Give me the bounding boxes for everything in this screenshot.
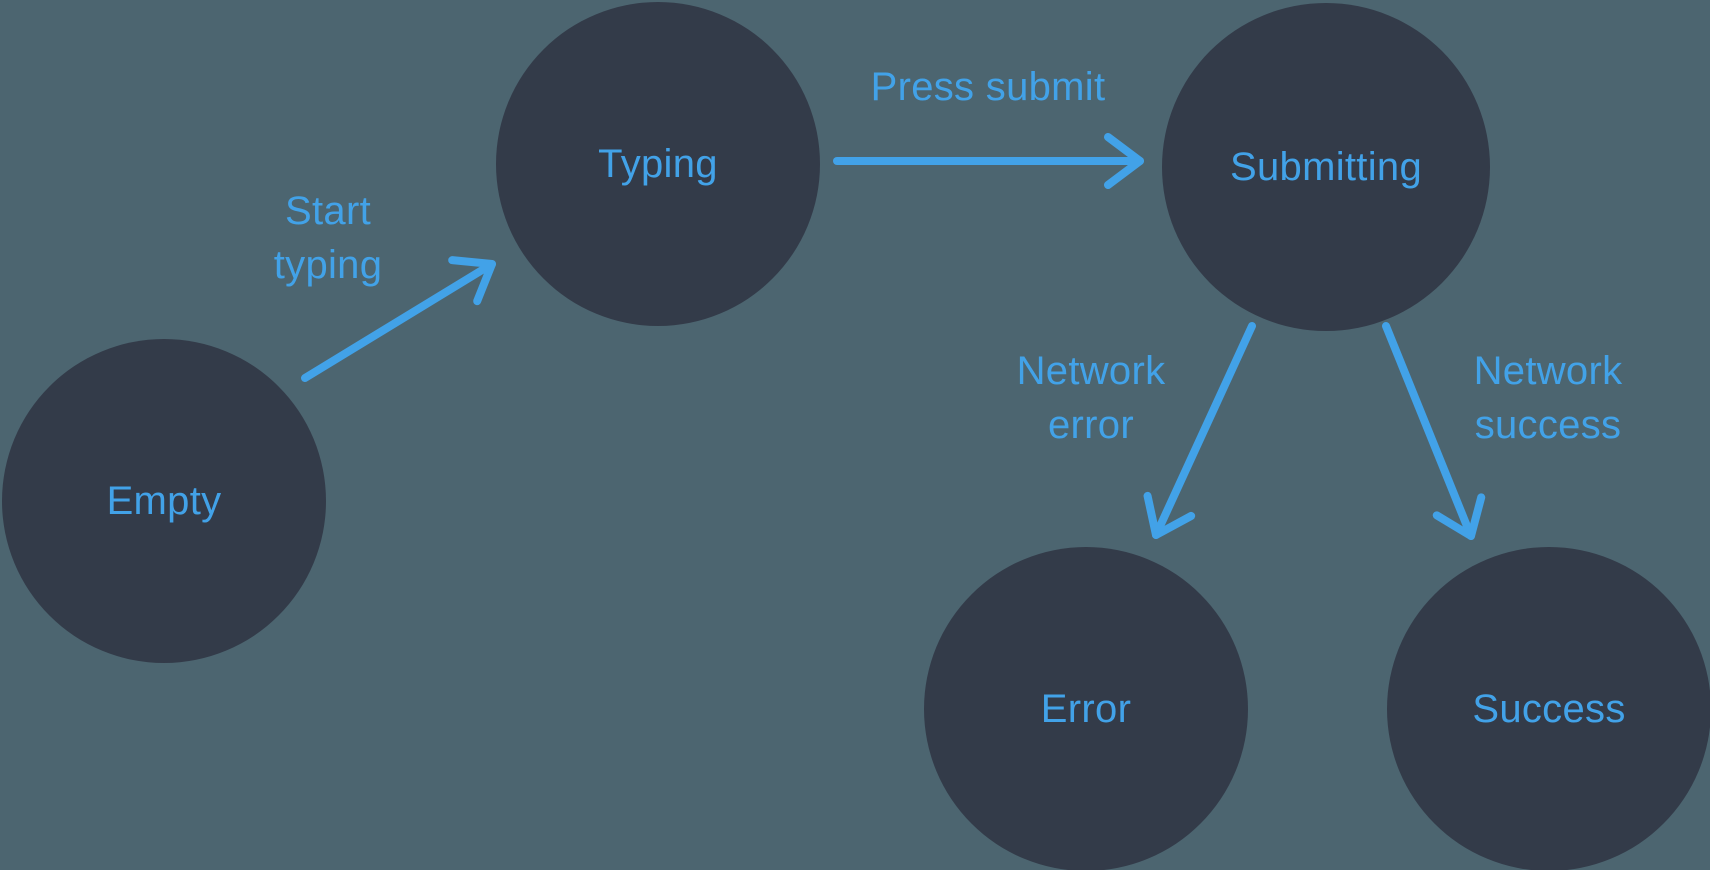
edge-network-error-arrow xyxy=(1143,322,1256,539)
edge-start-typing-arrow xyxy=(301,256,496,382)
edge-label-line: error xyxy=(1048,403,1134,447)
edge-label-press-submit: Press submit xyxy=(871,60,1106,114)
edge-label-start-typing: Start typing xyxy=(274,184,383,292)
state-node-error: Error xyxy=(924,547,1248,870)
state-node-empty: Empty xyxy=(2,339,326,663)
state-node-submitting-label: Submitting xyxy=(1230,144,1422,189)
state-node-success-label: Success xyxy=(1472,686,1626,731)
state-node-empty-label: Empty xyxy=(106,478,222,523)
edge-label-line: Network xyxy=(1016,349,1166,393)
edge-label-network-success: Network success xyxy=(1474,344,1623,452)
edge-network-success-arrow xyxy=(1382,322,1486,540)
edge-label-line: success xyxy=(1474,403,1622,447)
edge-label-line: Network xyxy=(1473,349,1623,393)
edge-label-line: Press submit xyxy=(870,65,1106,109)
edge-label-line: Start xyxy=(285,189,371,233)
state-node-error-label: Error xyxy=(1040,686,1132,731)
state-node-typing-label: Typing xyxy=(598,141,718,186)
edge-label-line: typing xyxy=(273,243,383,287)
state-node-success: Success xyxy=(1387,547,1710,870)
state-node-typing: Typing xyxy=(496,2,820,326)
edge-label-network-error: Network error xyxy=(1017,344,1166,452)
state-node-submitting: Submitting xyxy=(1162,3,1490,331)
